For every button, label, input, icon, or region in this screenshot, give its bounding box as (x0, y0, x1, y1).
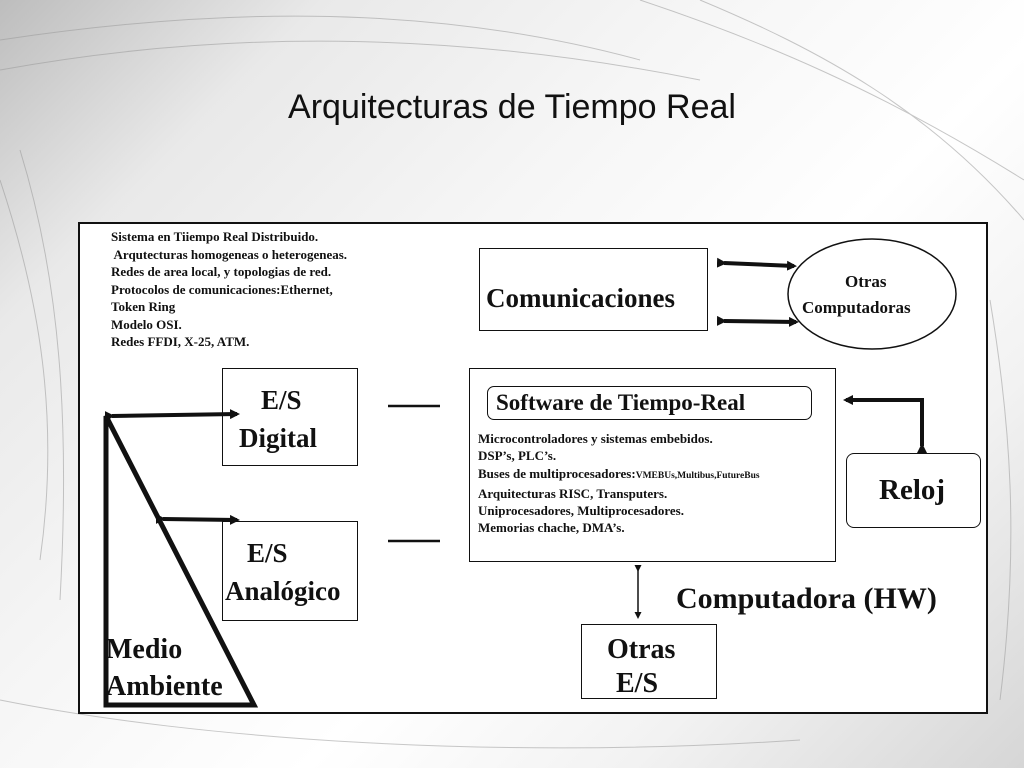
note-line: Redes de area local, y topologias de red… (111, 264, 332, 279)
software-item: Uniprocesadores, Multiprocesadores. (478, 503, 684, 519)
otras-computadoras-line2: Computadoras (802, 298, 911, 317)
otras-es-line1: Otras (607, 634, 676, 665)
otras-es-box: Otras E/S (581, 624, 717, 699)
es-digital-line1: E/S (261, 385, 302, 415)
comunicaciones-box: Comunicaciones (479, 248, 708, 331)
otras-es-line2: E/S (616, 668, 659, 699)
es-digital-line2: Digital (239, 423, 317, 453)
note-line: Redes FFDI, X-25, ATM. (111, 334, 250, 349)
slide-title: Arquitecturas de Tiempo Real (288, 88, 736, 126)
software-item: Microcontroladores y sistemas embebidos. (478, 431, 713, 446)
note-line: Arqutecturas homogeneas o heterogeneas. (111, 246, 348, 262)
medio-ambiente-line1: Medio (106, 634, 183, 665)
software-item: Buses de multiprocesadores:VMEBUs,Multib… (478, 465, 760, 485)
note-line: Modelo OSI. (111, 316, 182, 332)
comunicaciones-label: Comunicaciones (486, 283, 675, 313)
reloj-label: Reloj (879, 474, 946, 506)
distributed-systems-notes: Sistema en Tiiempo Real Distribuido. Arq… (111, 228, 471, 351)
es-analogico-line1: E/S (247, 538, 288, 568)
medio-ambiente-line2: Ambiente (106, 671, 223, 702)
note-line: Token Ring (111, 299, 176, 314)
software-title-box: Software de Tiempo-Real (487, 386, 812, 420)
es-digital-box: E/S Digital (222, 368, 358, 466)
computadora-hw-label: Computadora (HW) (676, 582, 937, 615)
software-item-buses-detail: VMEBUs,Multibus,FutureBus (635, 470, 760, 481)
otras-computadoras-line1: Otras (845, 272, 887, 291)
software-items: Microcontroladores y sistemas embebidos.… (478, 430, 760, 537)
software-item: Memorias chache, DMA’s. (478, 520, 625, 536)
software-title: Software de Tiempo-Real (496, 390, 746, 415)
software-item: DSP’s, PLC’s. (478, 448, 557, 464)
note-line: Protocolos de comunicaciones:Ethernet, (111, 281, 333, 297)
reloj-box: Reloj (846, 453, 981, 528)
software-item-buses: Buses de multiprocesadores: (478, 465, 636, 481)
note-line: Sistema en Tiiempo Real Distribuido. (111, 229, 319, 244)
software-item: Arquitecturas RISC, Transputers. (478, 485, 668, 501)
es-analogico-box: E/S Analógico (222, 521, 358, 621)
es-analogico-line2: Analógico (225, 576, 341, 606)
